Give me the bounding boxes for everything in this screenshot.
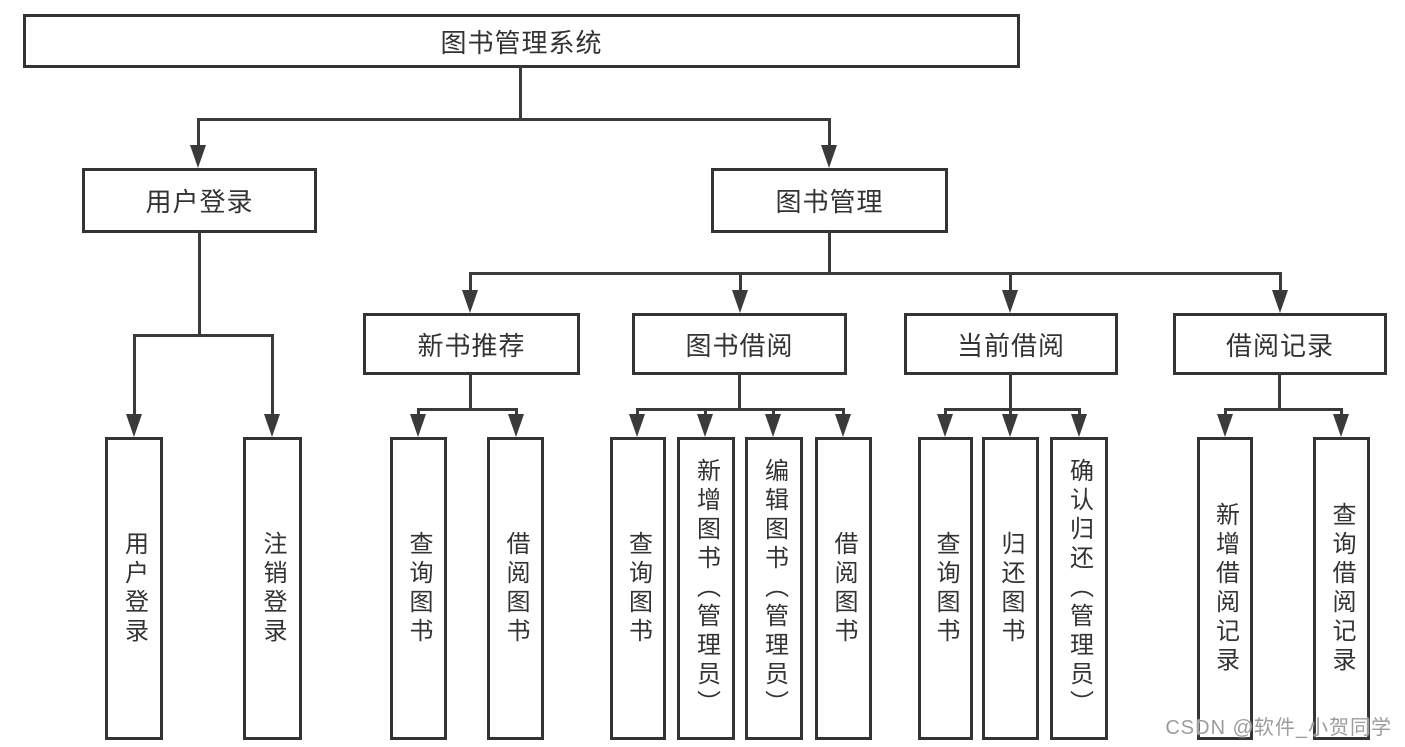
leaf-nb-borrow-books: 借阅图书 xyxy=(487,437,544,740)
arrowhead-down-icon xyxy=(629,414,645,437)
leaf-bb-borrow-books: 借阅图书 xyxy=(815,437,872,740)
leaf-cb-query-books-label: 查询图书 xyxy=(932,530,959,647)
arrowhead-down-icon xyxy=(765,414,781,437)
node-book-management-label: 图书管理 xyxy=(775,187,884,217)
node-book-management: 图书管理 xyxy=(711,168,948,233)
arrowhead-down-icon xyxy=(1002,290,1018,313)
leaf-nb-borrow-books-label: 借阅图书 xyxy=(502,530,529,647)
node-new-book-recommend-label: 新书推荐 xyxy=(417,330,526,361)
arrowhead-down-icon xyxy=(410,414,426,437)
connector-line xyxy=(133,334,274,337)
node-new-book-recommend: 新书推荐 xyxy=(363,313,580,375)
arrowhead-down-icon xyxy=(126,414,142,437)
connector-line xyxy=(1278,373,1281,411)
node-root: 图书管理系统 xyxy=(23,14,1020,68)
leaf-cb-return-books-label: 归还图书 xyxy=(997,530,1024,647)
connector-line xyxy=(1279,272,1282,297)
arrowhead-down-icon xyxy=(264,414,280,437)
connector-line xyxy=(636,408,845,411)
connector-line xyxy=(1009,373,1012,411)
leaf-user-login: 用户登录 xyxy=(105,437,163,740)
leaf-cb-confirm-return-admin-label: 确认归还（管理员） xyxy=(1065,458,1093,719)
arrowhead-down-icon xyxy=(190,145,206,168)
arrowhead-down-icon xyxy=(1333,414,1349,437)
leaf-br-query-record: 查询借阅记录 xyxy=(1313,437,1370,740)
leaf-bb-query-books: 查询图书 xyxy=(610,437,666,740)
node-current-borrow-label: 当前借阅 xyxy=(956,330,1065,361)
arrowhead-down-icon xyxy=(508,414,524,437)
leaf-br-add-record-label: 新增借阅记录 xyxy=(1211,501,1239,676)
node-book-borrow: 图书借阅 xyxy=(632,313,847,375)
connector-line xyxy=(469,272,472,297)
connector-line xyxy=(197,118,831,121)
leaf-user-login-label: 用户登录 xyxy=(120,530,148,647)
connector-line xyxy=(738,373,741,411)
node-book-borrow-label: 图书借阅 xyxy=(685,330,794,361)
node-user-login: 用户登录 xyxy=(82,168,317,233)
node-root-label: 图书管理系统 xyxy=(440,27,603,58)
arrowhead-down-icon xyxy=(462,290,478,313)
arrowhead-down-icon xyxy=(1002,414,1018,437)
arrowhead-down-icon xyxy=(835,414,851,437)
leaf-nb-query-books: 查询图书 xyxy=(390,437,447,740)
arrowhead-down-icon xyxy=(732,290,748,313)
leaf-bb-add-books-admin-label: 新增图书（管理员） xyxy=(692,458,720,719)
connector-line xyxy=(271,334,274,419)
connector-line xyxy=(133,334,136,419)
leaf-cb-return-books: 归还图书 xyxy=(982,437,1039,740)
connector-line xyxy=(417,408,517,411)
connector-line xyxy=(944,408,1081,411)
arrowhead-down-icon xyxy=(1272,290,1288,313)
node-borrow-records: 借阅记录 xyxy=(1173,313,1387,375)
leaf-bb-borrow-books-label: 借阅图书 xyxy=(830,530,857,647)
arrowhead-down-icon xyxy=(821,145,837,168)
leaf-cb-query-books: 查询图书 xyxy=(918,437,973,740)
arrowhead-down-icon xyxy=(1217,414,1233,437)
csdn-watermark: CSDN @软件_小贺同学 xyxy=(1165,717,1392,739)
leaf-logout: 注销登录 xyxy=(243,437,302,740)
leaf-bb-edit-books-admin-label: 编辑图书（管理员） xyxy=(760,458,788,719)
connector-line xyxy=(519,66,522,121)
arrowhead-down-icon xyxy=(1071,414,1087,437)
leaf-bb-query-books-label: 查询图书 xyxy=(624,530,652,647)
leaf-nb-query-books-label: 查询图书 xyxy=(405,530,432,647)
leaf-br-add-record: 新增借阅记录 xyxy=(1197,437,1253,740)
connector-line xyxy=(828,118,831,150)
node-user-login-label: 用户登录 xyxy=(145,187,254,217)
arrowhead-down-icon xyxy=(697,414,713,437)
node-borrow-records-label: 借阅记录 xyxy=(1225,330,1334,361)
arrowhead-down-icon xyxy=(937,414,953,437)
leaf-bb-add-books-admin: 新增图书（管理员） xyxy=(677,437,735,740)
connector-line xyxy=(828,231,831,275)
connector-line xyxy=(198,231,201,337)
connector-line xyxy=(197,118,200,150)
node-current-borrow: 当前借阅 xyxy=(904,313,1118,375)
connector-line xyxy=(1009,272,1012,297)
connector-line xyxy=(469,373,472,411)
connector-line xyxy=(739,272,742,297)
leaf-cb-confirm-return-admin: 确认归还（管理员） xyxy=(1050,437,1108,740)
connector-line xyxy=(1224,408,1342,411)
connector-line xyxy=(469,272,1282,275)
leaf-br-query-record-label: 查询借阅记录 xyxy=(1328,501,1355,676)
leaf-logout-label: 注销登录 xyxy=(259,530,286,647)
leaf-bb-edit-books-admin: 编辑图书（管理员） xyxy=(745,437,803,740)
